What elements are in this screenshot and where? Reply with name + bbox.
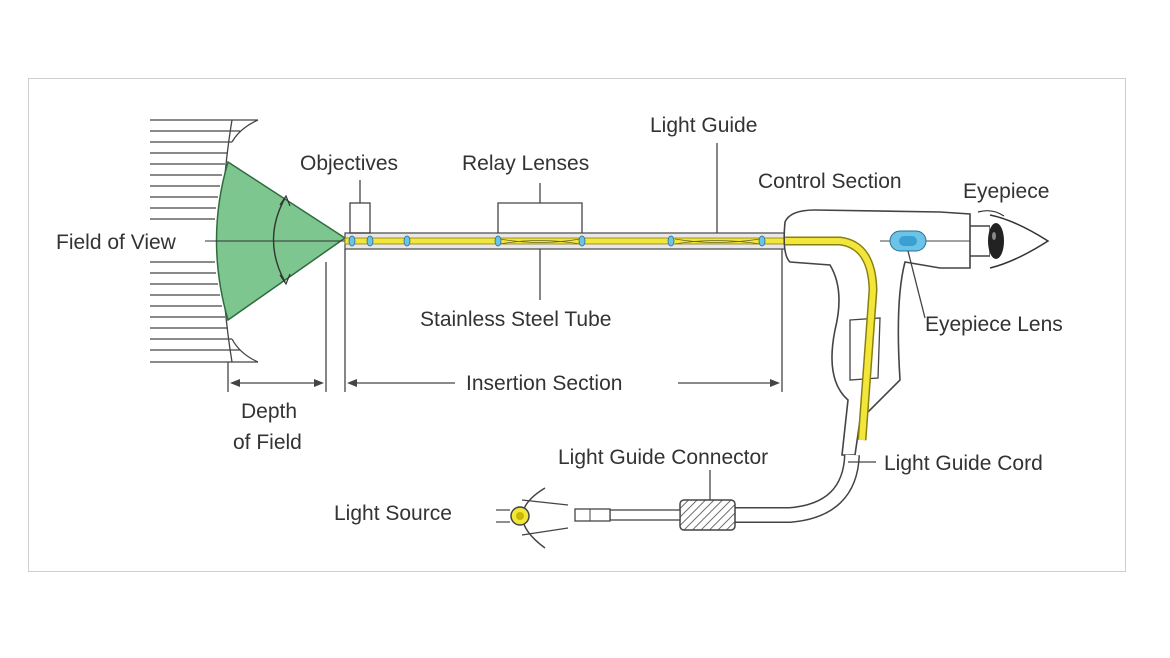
leader-lines [227,143,926,500]
label-of-field: of Field [233,431,302,454]
label-eyepiece: Eyepiece [963,180,1049,203]
label-control-section: Control Section [758,170,902,193]
light-source-lamp [496,487,569,549]
label-light-guide-cord: Light Guide Cord [884,452,1043,475]
label-eyepiece-lens: Eyepiece Lens [925,313,1063,336]
label-light-guide-connector: Light Guide Connector [558,446,768,469]
diagram-frame [28,78,1126,572]
view-angle-arc [272,197,286,283]
dimension-arrows [230,379,780,387]
label-insertion-section: Insertion Section [466,372,622,395]
label-depth: Depth [241,400,297,423]
label-stainless-steel-tube: Stainless Steel Tube [420,308,611,331]
label-objectives: Objectives [300,152,398,175]
light-guide-connector [679,499,736,531]
label-light-guide: Light Guide [650,114,757,137]
label-light-source: Light Source [334,502,452,525]
label-relay-lenses: Relay Lenses [462,152,589,175]
tissue-surface [150,119,259,363]
eye-icon [977,210,1050,269]
label-field-of-view: Field of View [56,231,177,254]
